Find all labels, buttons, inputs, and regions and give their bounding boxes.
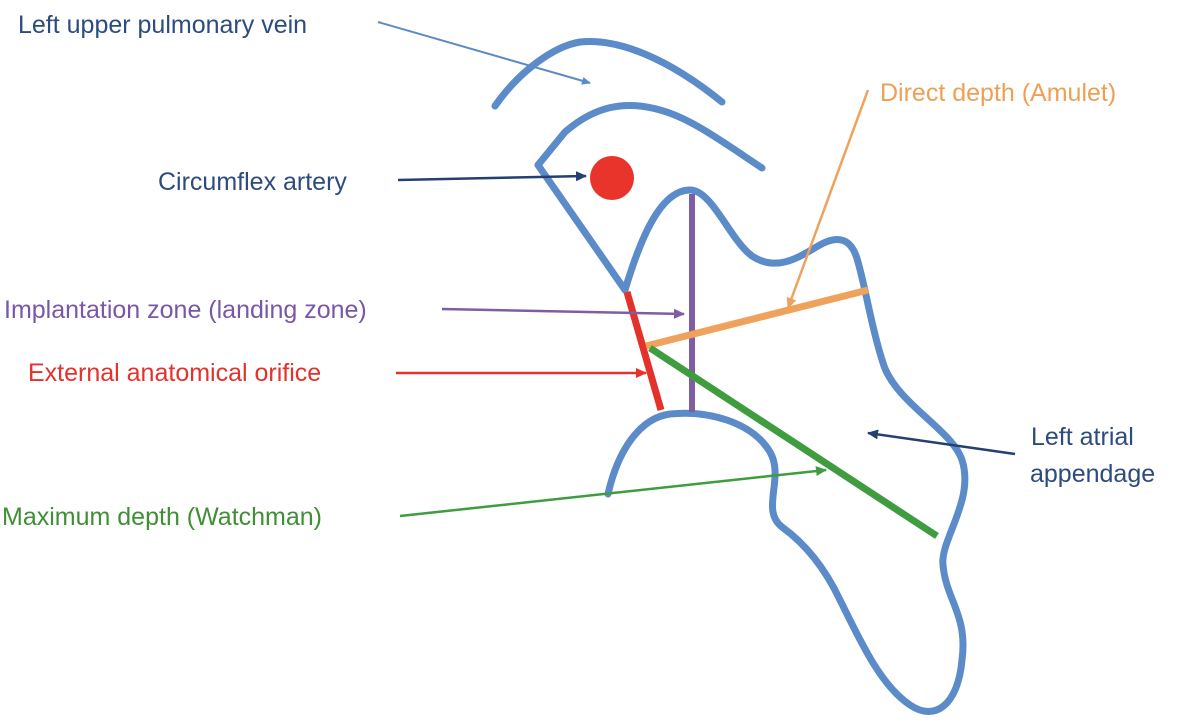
pulmonary-vein-outline xyxy=(491,38,726,110)
direct-depth-line xyxy=(645,286,869,350)
implantation-zone-arrow xyxy=(441,307,685,319)
label-circumflex-artery: Circumflex artery xyxy=(158,168,347,196)
external-orifice-line xyxy=(623,291,665,411)
maximum-depth-arrow xyxy=(399,466,827,518)
circumflex-artery-arrow xyxy=(397,171,587,182)
label-external-anatomical-orifice: External anatomical orifice xyxy=(28,359,321,387)
ridge-upper-outline xyxy=(534,101,766,294)
label-maximum-depth: Maximum depth (Watchman) xyxy=(2,503,322,531)
maximum-depth-line xyxy=(648,345,939,539)
left-atrial-appendage-outline xyxy=(604,186,969,715)
label-implantation-zone: Implantation zone (landing zone) xyxy=(4,296,367,324)
label-left-atrial-appendage-line1: Left atrial xyxy=(1031,423,1134,451)
direct-depth-arrow xyxy=(786,89,870,309)
left-atrial-appendage-arrow xyxy=(867,429,1016,456)
circumflex-artery-marker xyxy=(590,156,634,200)
pulmonary-vein-arrow xyxy=(377,21,591,85)
label-left-upper-pulmonary-vein: Left upper pulmonary vein xyxy=(18,11,307,39)
label-left-atrial-appendage-line2: appendage xyxy=(1030,460,1155,488)
label-direct-depth: Direct depth (Amulet) xyxy=(880,79,1116,107)
